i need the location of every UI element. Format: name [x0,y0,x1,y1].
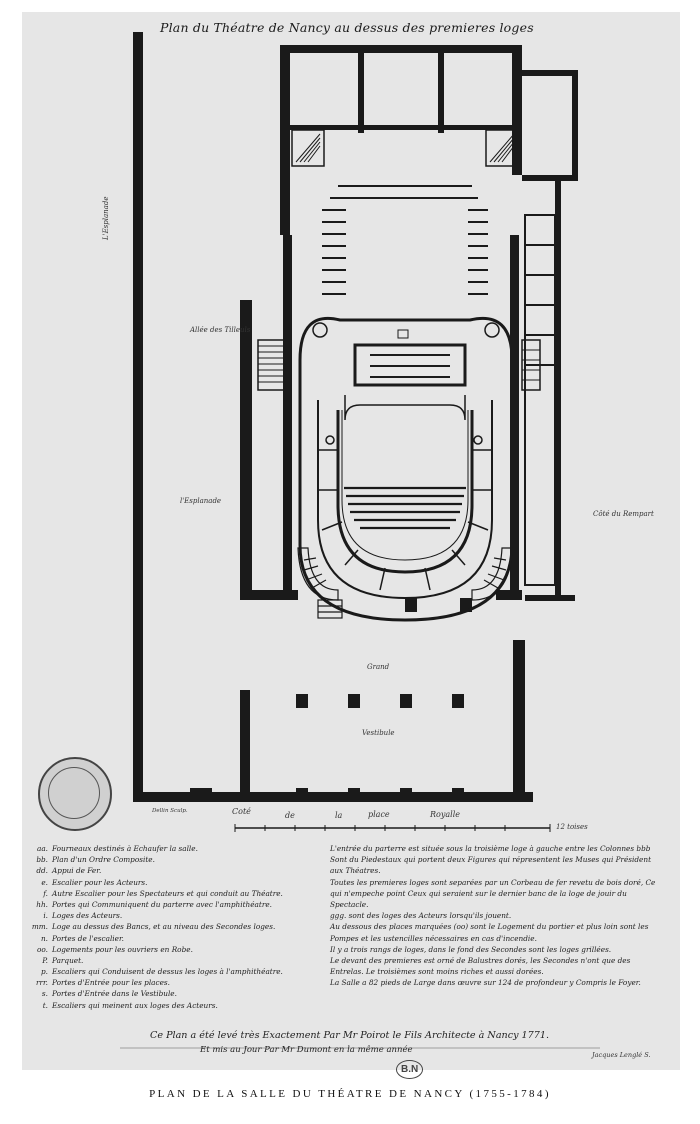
label-vestibule: Vestibule [362,729,395,737]
vestibule-wall-right [513,640,525,802]
legend-row: i.Loges des Acteurs. [43,911,123,921]
note-paragraph: Toutes les premieres loges sont separées… [330,877,656,910]
label-esplanade-mid: l'Esplanade [180,497,222,505]
facade-wall-bottom [133,792,533,802]
cote-place-word-1: Coté [232,807,251,816]
note-paragraph: Il y a trois rangs de loges, dans le fon… [330,944,612,954]
note-paragraph: L'entrée du parterre est située sous la … [330,844,652,876]
stage-wall-top [280,45,520,53]
credit-line-2: Et mis au Jour Par Mr Dumont en la même … [200,1045,413,1055]
engraver-left: Dellin Sculp. [152,808,188,814]
legend-row: f.Autre Escalier pour les Spectateurs et… [43,888,283,898]
label-grand: Grand [367,663,390,671]
label-esplanade-left: L'Esplanade [102,196,110,240]
legend-row: bb.Plan d'un Ordre Composite. [36,855,155,865]
cote-place-word-4: place [368,810,390,819]
library-stamp [38,757,112,831]
legend: aa.Fourneaux destinés à Echaufer la sall… [20,843,325,1011]
legend-row: n.Portes de l'escalier. [40,933,124,943]
legend-row: oo.Logements pour les ouvriers en Robe. [37,944,193,954]
notes-column: L'entrée du parterre est située sous la … [330,843,660,989]
hall-wall-left [283,235,292,595]
cote-place-word-2: de [285,811,295,820]
document-caption: PLAN DE LA SALLE DU THÉATRE DE NANCY (17… [149,1088,551,1100]
legend-row: t.Escaliers qui meinent aux loges des Ac… [42,1000,218,1010]
stage-wall-right [512,45,522,175]
legend-row: mm.Loge au dessus des Bancs, et au nivea… [31,922,276,932]
legend-row: rrr.Portes d'Entrée pour les places. [36,978,171,988]
plan-title: Plan du Théatre de Nancy au dessus des p… [160,20,534,35]
credit-line-1: Ce Plan a été levé très Exactement Par M… [150,1030,550,1041]
note-paragraph: Le devant des premieres est orné de Balu… [330,956,631,977]
legend-row: hh.Portes qui Communiquent du parterre a… [36,899,272,909]
note-paragraph: ggg. sont des loges des Acteurs lorsqu'i… [330,911,512,921]
legend-row: dd.Appui de Fer. [36,866,102,876]
scale-label: 12 toises [556,823,588,831]
note-paragraph: Au dessous des places marquées (oo) sont… [330,922,649,943]
esplanade-wall-left [133,32,143,802]
label-cote-rempart: Côté du Rempart [593,510,654,518]
legend-row: p.Escaliers qui Conduisent de dessus les… [41,967,283,977]
cote-place-word-5: Royalle [430,810,460,819]
label-ruelle: Allée des Tilleuls [190,326,251,334]
legend-row: s.Portes d'Entrée dans le Vestibule. [41,989,177,999]
legend-row: aa.Fourneaux destinés à Echaufer la sall… [36,844,198,853]
hall-wall-right [510,235,519,595]
bn-stamp: B.N [396,1060,424,1079]
cote-place-word-3: la [335,811,343,820]
stage-wall-left [280,45,290,235]
engraver-right: Jacques Lenglé S. [592,1051,651,1059]
engraving-sheet [22,12,680,1070]
legend-row: e.Escalier pour les Acteurs. [41,877,148,887]
note-paragraph: La Salle a 82 pieds de Large dans œuvre … [330,978,641,988]
legend-row: P.Parquet. [42,955,84,965]
